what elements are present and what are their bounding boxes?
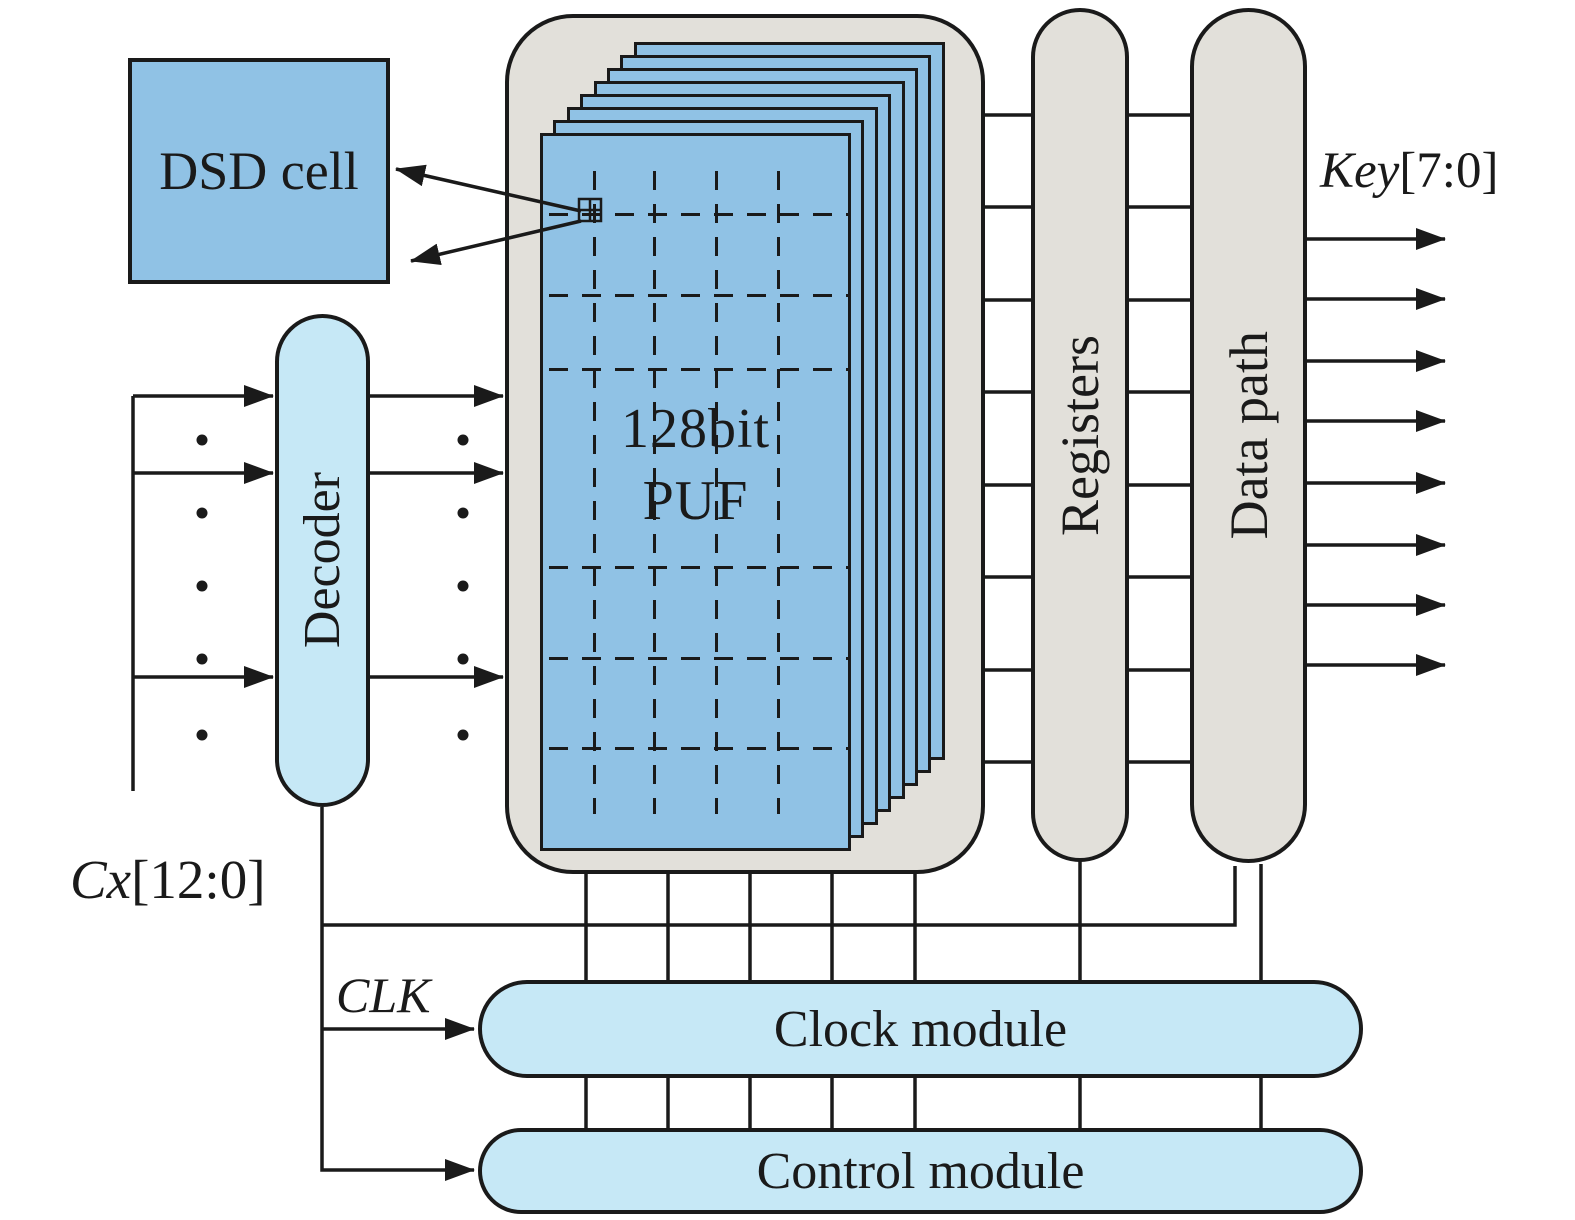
clk-label: CLK <box>336 967 431 1023</box>
cx-italic: Cx <box>70 849 132 910</box>
decoder-block: Decoder <box>275 314 370 807</box>
grid-row-line-2 <box>549 368 848 371</box>
challenge-ellipsis-dot-2 <box>196 580 208 592</box>
grid-column-line-0 <box>593 171 596 814</box>
challenge-ellipsis-dot-4 <box>196 729 208 741</box>
clock-module-block: Clock module <box>478 980 1363 1078</box>
puf-label-line1: 128bit <box>620 398 771 460</box>
challenge-ellipsis-dot-3 <box>196 653 208 665</box>
cx-range: [12:0] <box>131 849 266 910</box>
decoder-output-ellipsis-dot-0 <box>457 434 469 446</box>
dsd-cell-box: DSD cell <box>128 58 390 284</box>
puf-label-line2: PUF <box>642 469 749 532</box>
grid-column-line-1 <box>653 171 656 814</box>
key-output-label: Key[7:0] <box>1320 142 1498 200</box>
data-path-label: Data path <box>1218 331 1279 540</box>
grid-row-line-3 <box>549 566 848 569</box>
grid-column-line-3 <box>777 171 780 814</box>
dsd-cell-label: DSD cell <box>159 141 359 201</box>
puf-front-card: 128bit PUF <box>540 133 851 851</box>
challenge-bus-label: Cx[12:0] <box>70 848 266 911</box>
decoder-to-datapath-wire <box>322 866 1237 927</box>
grid-column-line-2 <box>715 171 718 814</box>
key-italic: Key <box>1320 143 1400 199</box>
data-path-block: Data path <box>1190 8 1307 863</box>
decoder-output-ellipsis-dot-2 <box>457 580 469 592</box>
decoder-output-ellipsis-dot-3 <box>457 653 469 665</box>
grid-row-line-4 <box>549 657 848 660</box>
puf-label: 128bit PUF <box>543 394 848 537</box>
control-module-label: Control module <box>756 1142 1085 1200</box>
grid-row-line-1 <box>549 294 848 297</box>
decoder-label: Decoder <box>294 472 351 649</box>
control-module-block: Control module <box>478 1128 1363 1214</box>
challenge-ellipsis-dot-1 <box>196 507 208 519</box>
registers-label: Registers <box>1050 334 1110 536</box>
decoder-output-ellipsis-dot-1 <box>457 507 469 519</box>
key-range: [7:0] <box>1399 143 1499 199</box>
challenge-ellipsis-dot-0 <box>196 434 208 446</box>
decoder-output-ellipsis-dot-4 <box>457 729 469 741</box>
grid-row-line-0 <box>549 213 848 216</box>
registers-block: Registers <box>1031 8 1129 862</box>
grid-row-line-5 <box>549 747 848 750</box>
clock-module-label: Clock module <box>773 1000 1068 1058</box>
